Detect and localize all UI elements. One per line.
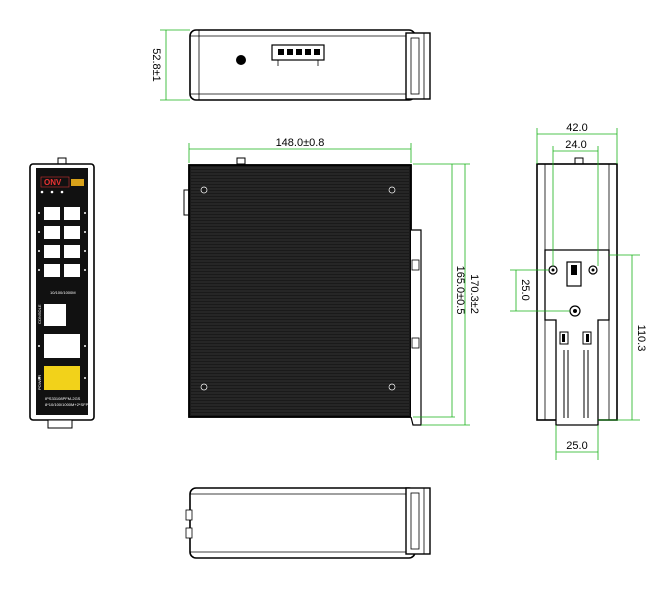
rail-height-label: 110.3 [635,325,647,352]
top-view-body [189,29,416,101]
main-side-view: 148.0±0.8 170.3±2 165.0±0.5 [183,137,480,426]
inner-height-label: 165.0±0.5 [454,266,466,315]
console-port [44,304,66,326]
power-terminal [44,366,80,390]
rj45-port [44,264,60,277]
din-rail-bracket [410,229,422,426]
width-label: 148.0±0.8 [276,137,325,149]
rj45-port [44,245,60,258]
side-outer-label: 42.0 [566,122,587,134]
side-inner-label: 24.0 [565,139,586,151]
model-label: IPS33108PFM-2GS [45,396,81,401]
bottom-view [185,487,431,559]
heatsink-fins [191,167,409,415]
rj45-port [64,226,80,239]
bottom-width-label: 25.0 [566,440,587,452]
rj45-port [44,207,60,220]
screw-icon [388,383,396,391]
rj45-port-grid [44,207,80,277]
sfp-port [44,334,80,358]
screw-icon [200,383,208,391]
port-speed-label: 10/100/1000M [50,290,76,295]
front-panel-view: ONV 10/100/1000M CONSOLE POWER [29,157,95,429]
rj45-port [44,226,60,239]
bottom-view-body [189,487,416,559]
top-view-din-clip [405,32,431,100]
ground-screw-icon [236,55,246,65]
top-height-label: 52.8±1 [150,48,162,82]
rj45-port [64,264,80,277]
right-side-view: 42.0 24.0 25.0 110.3 25.0 [510,122,647,460]
top-view: 52.8±1 [150,29,431,101]
spec-label: 8*10/100/1000M+2*SFP [45,402,89,407]
hole-spacing-label: 25.0 [519,279,531,300]
bottom-view-din-clip [405,487,431,555]
logo-text: ONV [44,178,62,187]
outer-height-label: 170.3±2 [468,274,480,314]
screw-icon [200,186,208,194]
rj45-port [64,245,80,258]
brand-logo [40,176,70,188]
console-label: CONSOLE [37,304,42,324]
power-label: POWER [37,375,42,390]
rj45-port [64,207,80,220]
screw-icon [388,186,396,194]
